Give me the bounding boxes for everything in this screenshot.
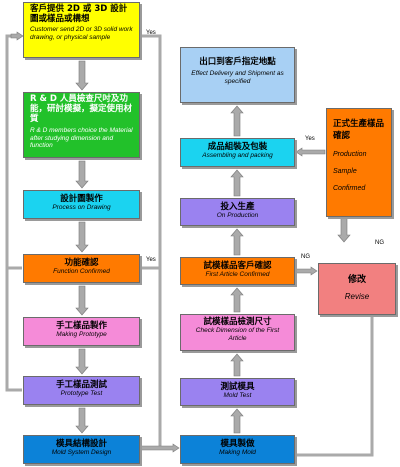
step-first-article-confirmed-en: First Article Confirmed [205, 271, 270, 278]
step-delivery-shipment-en: Effect Delivery and Shipment as specifie… [191, 70, 284, 85]
loop-prototype-back [5, 268, 22, 392]
step-mold-test-zh: 測試模具 [220, 382, 255, 392]
arrow-yes-to-assembling [295, 147, 326, 157]
step-making-mold-zh: 模具製做 [220, 439, 255, 449]
label-yes-function: Yes [146, 257, 156, 263]
arrow-l6 [75, 407, 89, 434]
step-first-article-confirmed: 試模樣品客戶確認 First Article Confirmed [180, 257, 295, 285]
arrow-l1 [75, 60, 89, 91]
step-customer-drawing-en: Customer send 2D or 3D solid work drawin… [30, 26, 133, 41]
loop-function-back [5, 34, 22, 270]
step-rd-check: R & D 人員檢查尺吋及功能，研討模擬，擬定使用材質 R & D member… [23, 92, 140, 158]
step-mold-system-design: 模具結構設計 Mold System Design [23, 435, 140, 464]
step-making-prototype: 手工樣品製作 Making Prototype [23, 317, 140, 346]
step-making-mold: 模具製做 Making Mold [180, 435, 295, 464]
arrow-to-making-mold [140, 443, 180, 453]
step-prototype-test: 手工樣品測試 Prototype Test [23, 376, 140, 405]
arrow-r6 [230, 105, 244, 137]
label-ng-production: NG [375, 240, 384, 246]
step-assembling-packing-zh: 成品組裝及包裝 [207, 142, 268, 152]
step-check-dimension-zh: 試模樣品檢測尺寸 [203, 317, 272, 327]
production-sample-confirmed-zh: 正式生產樣品確認 [333, 119, 385, 141]
connector-arrows [5, 31, 374, 457]
step-mold-test: 測試模具 Mold Test [180, 378, 295, 406]
step-making-prototype-en: Making Prototype [56, 331, 107, 338]
production-sample-confirmed-en: Production Sample Confirmed [333, 151, 367, 192]
loop-function-head [10, 31, 24, 41]
step-check-dimension: 試模樣品檢測尺寸 Check Dimension of the First Ar… [180, 314, 295, 351]
step-first-article-confirmed-zh: 試模樣品客戶確認 [203, 261, 272, 271]
arrow-l2 [75, 160, 89, 189]
arrow-r1 [230, 408, 244, 434]
arrow-ng-to-revise [295, 266, 318, 276]
step-mold-system-design-zh: 模具結構設計 [55, 439, 107, 449]
step-mold-system-design-en: Mold System Design [51, 449, 112, 456]
step-delivery-shipment-zh: 出口到客戶指定地點 [199, 57, 276, 67]
step-production-sample-confirmed: 正式生產樣品確認 Production Sample Confirmed [326, 108, 392, 217]
step-process-drawing-en: Process on Drawing [52, 204, 111, 211]
step-mold-test-en: Mold Test [223, 392, 252, 399]
arrow-r3 [230, 287, 244, 313]
arrow-l3 [75, 221, 89, 253]
step-customer-drawing-zh: 客戶提供 2D 或 3D 設計圖或樣品或構想 [30, 4, 128, 24]
arrow-l5 [75, 348, 89, 375]
step-function-confirmed-zh: 功能確認 [64, 258, 99, 268]
step-rd-check-zh: R & D 人員檢查尺吋及功能，研討模擬，擬定使用材質 [30, 94, 133, 124]
step-prototype-test-en: Prototype Test [60, 390, 103, 397]
step-on-production-en: On Production [216, 212, 259, 219]
step-delivery-shipment: 出口到客戶指定地點 Effect Delivery and Shipment a… [180, 47, 295, 103]
arrow-r2 [230, 353, 244, 377]
label-yes-top: Yes [146, 30, 156, 36]
step-function-confirmed-en: Function Confirmed [53, 268, 110, 275]
step-assembling-packing-en: Assembling and packing [202, 152, 273, 159]
step-making-prototype-zh: 手工樣品製作 [55, 321, 107, 331]
step-function-confirmed: 功能確認 Function Confirmed [23, 254, 140, 283]
arrow-r4 [230, 228, 244, 256]
step-on-production: 投入生產 On Production [180, 198, 295, 226]
step-making-mold-en: Making Mold [219, 449, 256, 456]
label-ng-first-article: NG [301, 254, 310, 260]
yes-line-top [141, 34, 162, 448]
revise-en: Revise [344, 292, 370, 301]
arrow-r5 [230, 169, 244, 197]
step-prototype-test-zh: 手工樣品測試 [55, 380, 107, 390]
step-assembling-packing: 成品組裝及包裝 Assembling and packing [180, 138, 295, 167]
step-customer-drawing: 客戶提供 2D 或 3D 設計圖或樣品或構想 Customer send 2D … [23, 2, 140, 58]
step-rd-check-en: R & D members choice the Material after … [30, 127, 133, 149]
revise-back-line [296, 316, 374, 457]
step-on-production-zh: 投入生產 [220, 202, 255, 212]
step-process-drawing-zh: 設計圖製作 [60, 194, 103, 204]
arrow-l4 [75, 285, 89, 316]
step-check-dimension-en: Check Dimension of the First Article [195, 327, 280, 342]
step-revise: 修改 Revise [318, 263, 396, 315]
step-process-drawing: 設計圖製作 Process on Drawing [23, 190, 140, 219]
arrow-confirm-to-revise [337, 217, 351, 243]
revise-zh: 修改 [347, 275, 366, 285]
label-yes-confirm: Yes [305, 136, 315, 142]
